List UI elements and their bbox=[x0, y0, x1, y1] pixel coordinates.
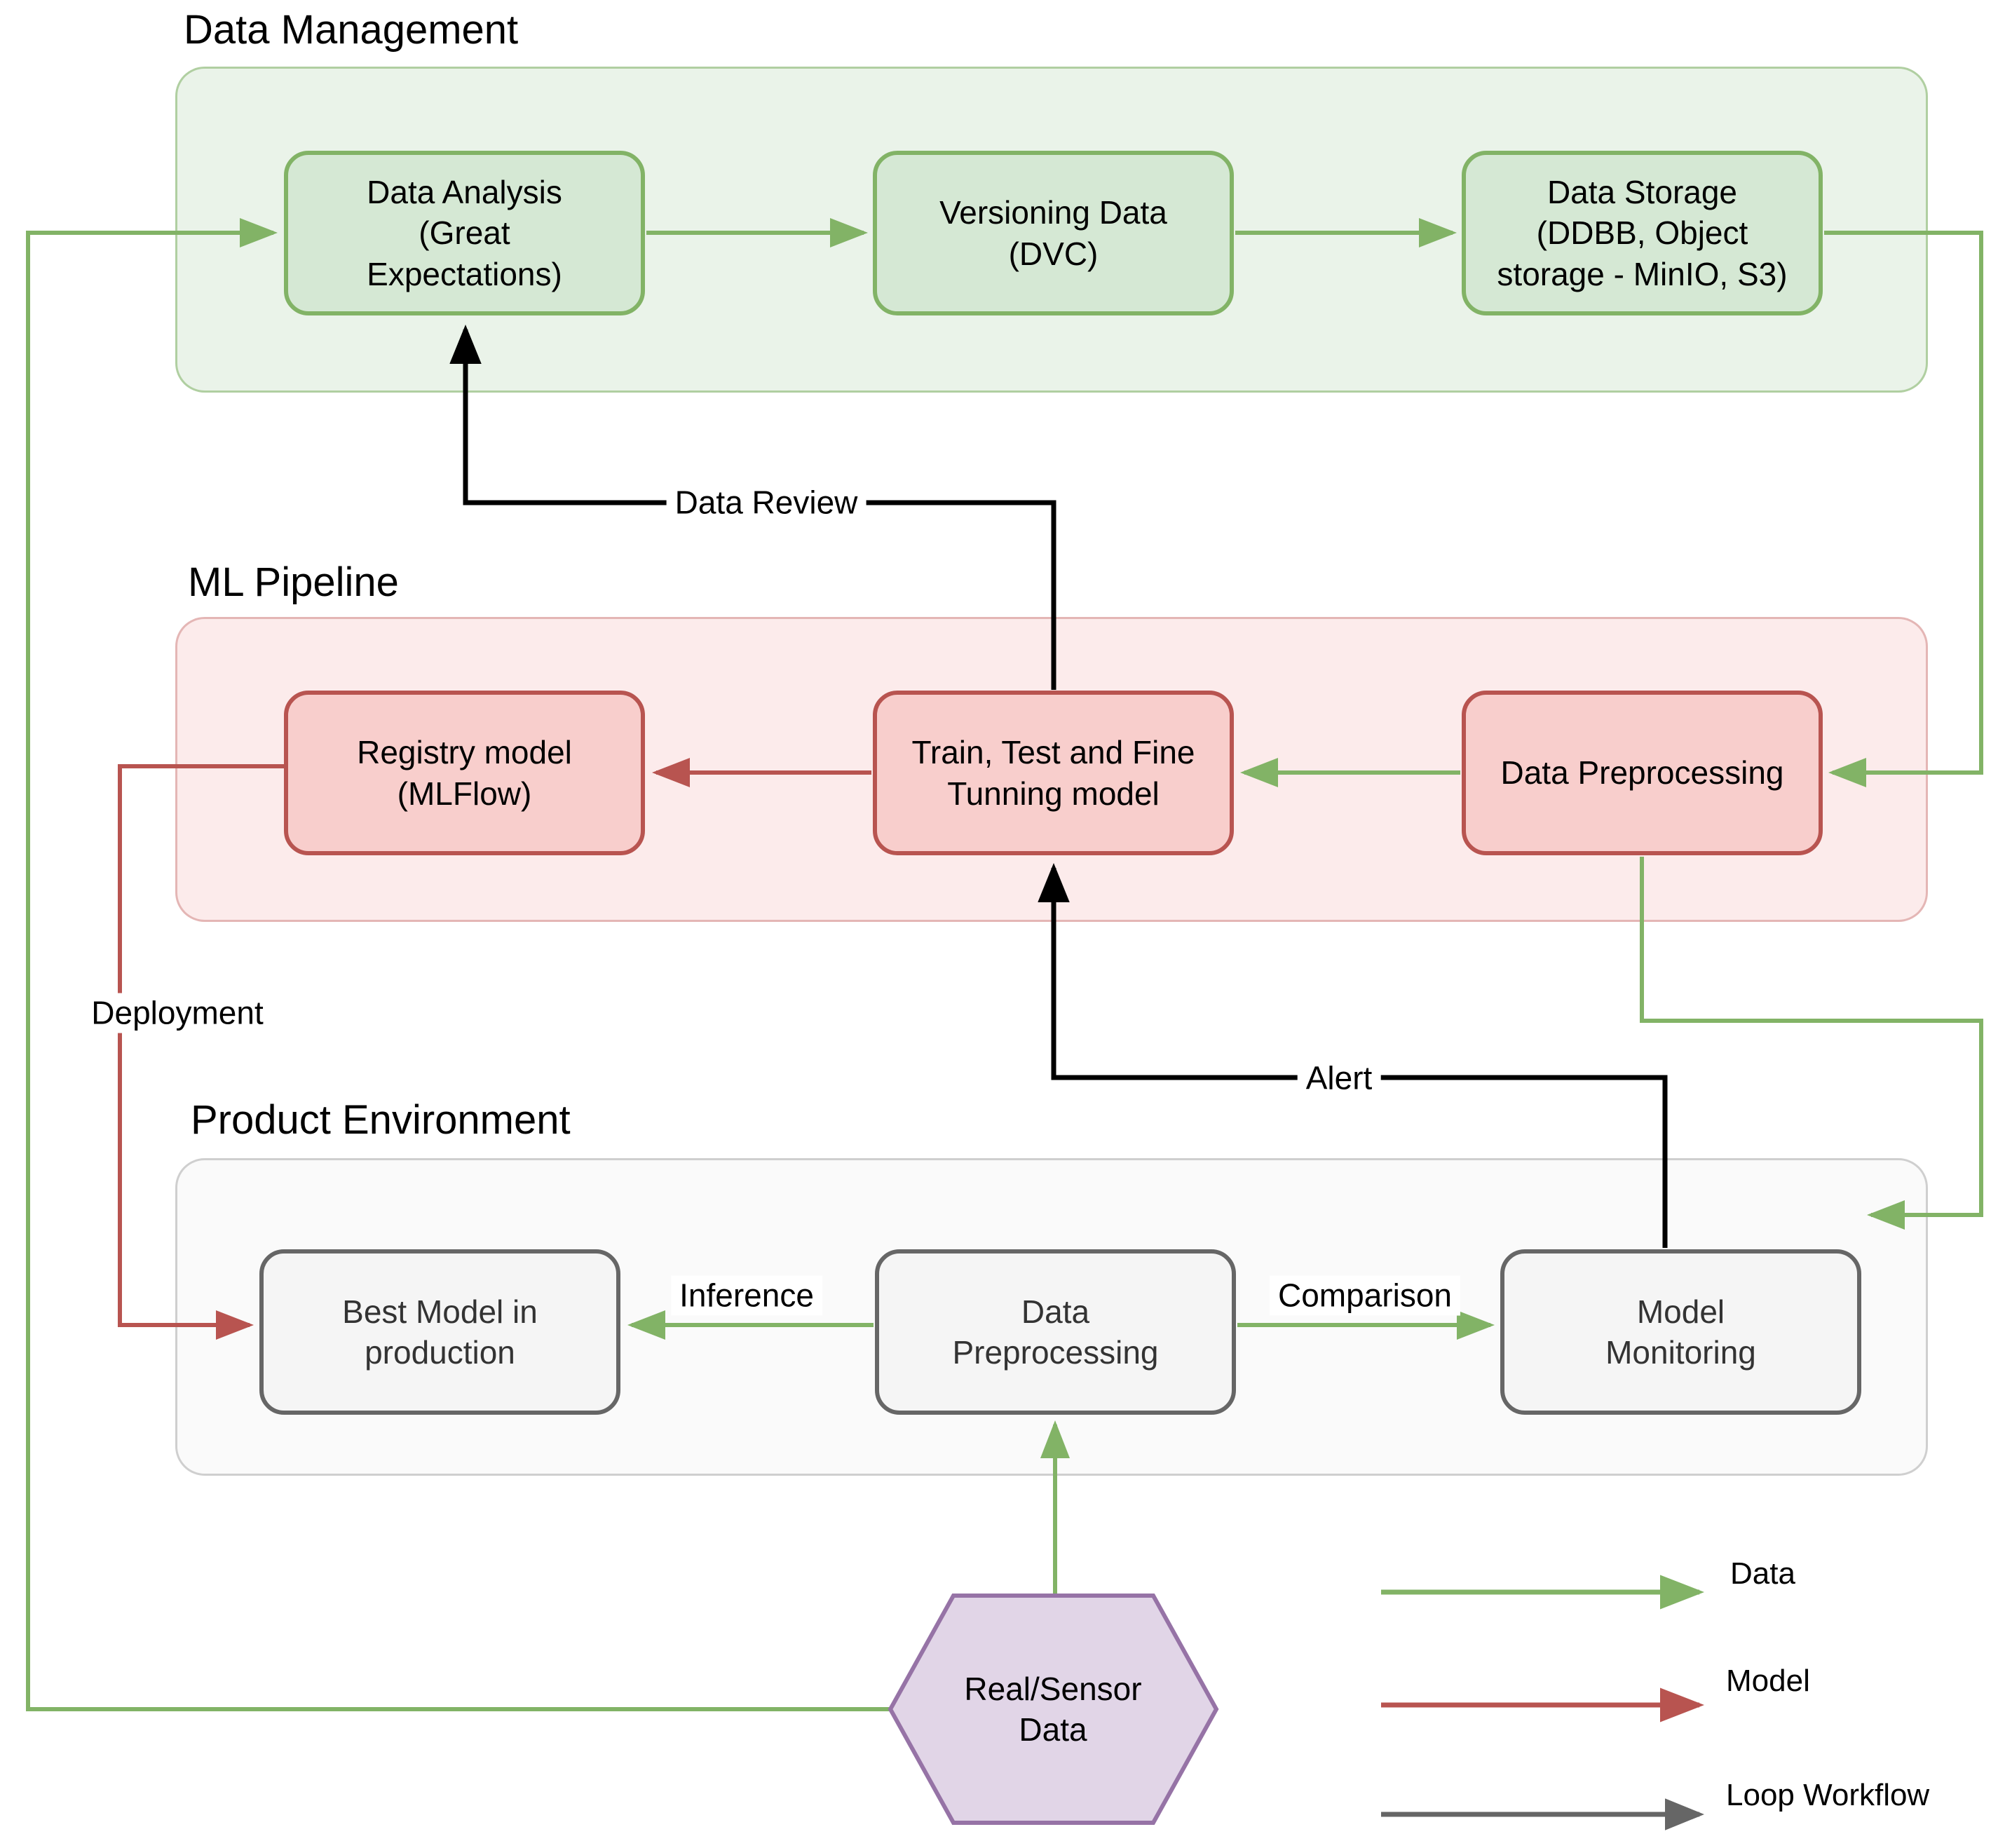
node-data-analysis: Data Analysis (Great Expectations) bbox=[284, 151, 645, 315]
edge-label-alert: Alert bbox=[1297, 1058, 1381, 1099]
ml-pipeline-title: ML Pipeline bbox=[188, 559, 399, 605]
node-train-test-fine-tunning: Train, Test and Fine Tunning model bbox=[873, 691, 1234, 855]
legend-label-model: Model bbox=[1726, 1663, 1810, 1698]
real-sensor-data-hexagon bbox=[888, 1594, 1219, 1825]
edge-storage-to-preprocessing-ml-line bbox=[1824, 231, 1983, 787]
node-data-preprocessing-prod: Data Preprocessing bbox=[875, 1249, 1236, 1415]
node-versioning-data: Versioning Data (DVC) bbox=[873, 151, 1234, 315]
node-registry-model: Registry model (MLFlow) bbox=[284, 691, 645, 855]
edge-label-comparison: Comparison bbox=[1270, 1275, 1460, 1316]
node-data-preprocessing-ml: Data Preprocessing bbox=[1462, 691, 1823, 855]
node-model-monitoring: Model Monitoring bbox=[1500, 1249, 1861, 1415]
edge-preprocessing-ml-to-monitoring-line bbox=[1640, 857, 1983, 1230]
edge-sensor-to-data-analysis-line bbox=[26, 218, 890, 1711]
edge-label-data-review: Data Review bbox=[666, 482, 867, 523]
legend-label-loop-workflow: Loop Workflow bbox=[1726, 1777, 1930, 1812]
node-data-storage: Data Storage (DDBB, Object storage - Min… bbox=[1462, 151, 1823, 315]
data-management-title: Data Management bbox=[184, 7, 519, 53]
edge-label-inference: Inference bbox=[671, 1275, 822, 1316]
legend-label-data: Data bbox=[1730, 1556, 1795, 1591]
edge-deployment-line bbox=[118, 764, 284, 1340]
node-best-model-in-production: Best Model in production bbox=[259, 1249, 620, 1415]
real-sensor-data-label: Real/Sensor Data bbox=[964, 1670, 1142, 1748]
edge-label-deployment: Deployment bbox=[83, 993, 272, 1033]
product-environment-title: Product Environment bbox=[191, 1097, 571, 1143]
